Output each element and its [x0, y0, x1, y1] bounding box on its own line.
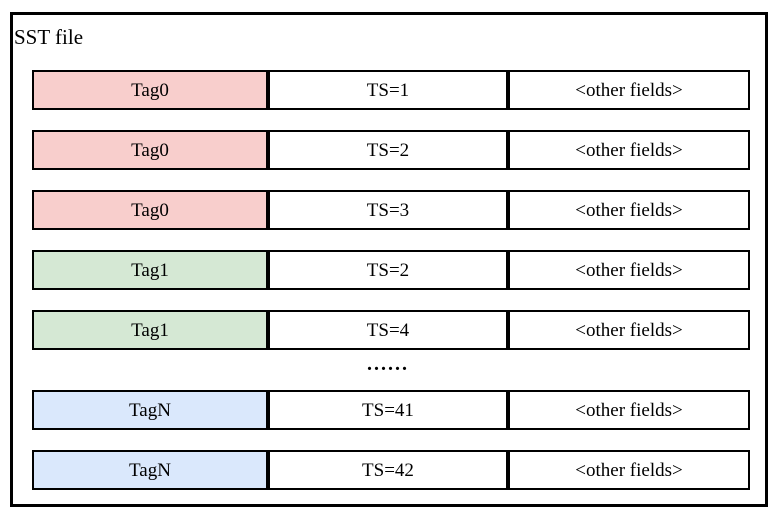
sst-file-label: SST file: [14, 25, 84, 49]
record-row: Tag0 TS=2 <other fields>: [0, 130, 784, 170]
record-row: TagN TS=42 <other fields>: [0, 450, 784, 490]
tag-cell: Tag1: [32, 310, 268, 350]
tag-cell: Tag1: [32, 250, 268, 290]
record-row: Tag0 TS=3 <other fields>: [0, 190, 784, 230]
ellipsis-dots: ......: [367, 352, 409, 375]
tag-cell: TagN: [32, 390, 268, 430]
record-row: Tag1 TS=4 <other fields>: [0, 310, 784, 350]
timestamp-cell: TS=41: [268, 390, 508, 430]
record-row: Tag1 TS=2 <other fields>: [0, 250, 784, 290]
timestamp-cell: TS=2: [268, 130, 508, 170]
tag-cell: Tag0: [32, 70, 268, 110]
other-fields-cell: <other fields>: [508, 250, 750, 290]
other-fields-cell: <other fields>: [508, 390, 750, 430]
other-fields-cell: <other fields>: [508, 450, 750, 490]
record-row: TagN TS=41 <other fields>: [0, 390, 784, 430]
record-row: Tag0 TS=1 <other fields>: [0, 70, 784, 110]
other-fields-cell: <other fields>: [508, 190, 750, 230]
timestamp-cell: TS=3: [268, 190, 508, 230]
tag-cell: Tag0: [32, 130, 268, 170]
timestamp-cell: TS=42: [268, 450, 508, 490]
timestamp-cell: TS=2: [268, 250, 508, 290]
other-fields-cell: <other fields>: [508, 130, 750, 170]
tag-cell: Tag0: [32, 190, 268, 230]
timestamp-cell: TS=1: [268, 70, 508, 110]
tag-cell: TagN: [32, 450, 268, 490]
timestamp-cell: TS=4: [268, 310, 508, 350]
other-fields-cell: <other fields>: [508, 70, 750, 110]
other-fields-cell: <other fields>: [508, 310, 750, 350]
